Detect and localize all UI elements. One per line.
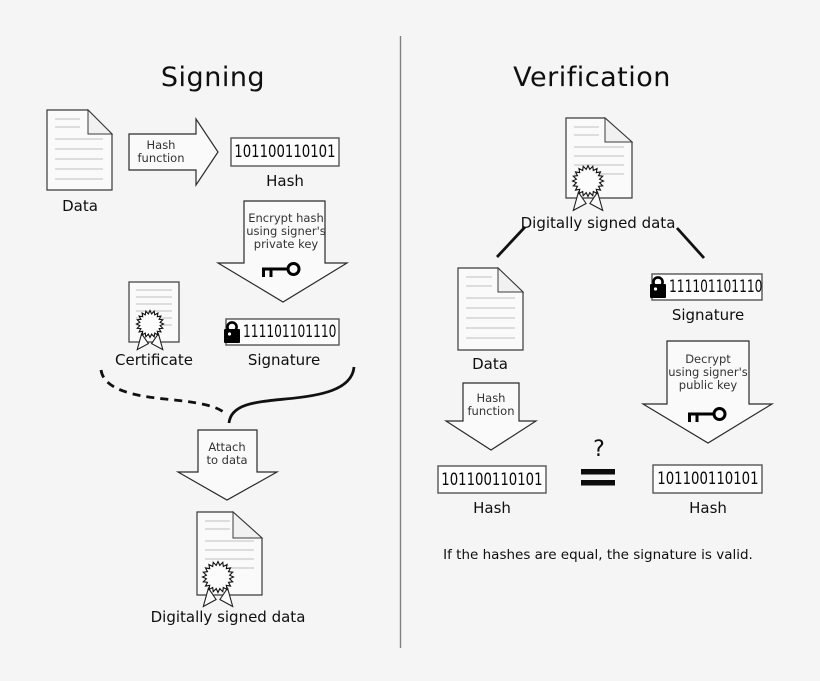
signed-data-label: Digitally signed data <box>150 608 306 626</box>
hash-box <box>437 465 547 494</box>
encrypt-arrow <box>215 200 350 303</box>
data-document-icon <box>46 108 114 191</box>
data-label: Data <box>472 355 508 373</box>
hash-label: Hash <box>266 172 304 190</box>
signature-label: Signature <box>671 306 745 324</box>
data-document-icon <box>457 266 525 351</box>
certificate-dashed-curve <box>99 369 229 417</box>
hash-function-arrow <box>443 382 539 451</box>
signature-box <box>225 318 340 346</box>
split-line-right <box>675 227 706 259</box>
folded-corner <box>232 510 264 539</box>
seal-icon <box>201 560 235 608</box>
signature-box <box>651 273 763 301</box>
decrypt-arrow-label: Decrypt using signer's public key <box>668 352 748 393</box>
decrypt-arrow <box>640 340 775 444</box>
data-label: Data <box>62 197 98 215</box>
attach-arrow <box>175 429 280 501</box>
conclusion-text: If the hashes are equal, the signature i… <box>443 547 753 563</box>
folded-corner <box>87 108 114 135</box>
hash-value: 101100110101 <box>234 142 336 162</box>
signing-title: Signing <box>160 62 266 93</box>
equals-icon <box>581 469 615 486</box>
lock-icon <box>224 321 240 343</box>
attach-arrow-label: Attach to data <box>206 440 248 468</box>
hash-function-arrow-label: Hash function <box>137 138 185 166</box>
lock-icon <box>650 276 666 298</box>
hash-label: Hash <box>473 499 511 517</box>
hash-function-arrow <box>128 117 219 187</box>
signed-data-document-icon <box>196 510 264 608</box>
signed-data-label: Digitally signed data <box>520 214 676 232</box>
key-icon <box>688 407 727 422</box>
folded-corner <box>497 266 525 293</box>
hash-value: 101100110101 <box>441 469 543 490</box>
hash-label: Hash <box>689 499 727 517</box>
hash-box <box>230 137 340 167</box>
signature-value: 111101101110 <box>243 322 337 342</box>
hash-value: 101100110101 <box>656 469 759 489</box>
certificate-label: Certificate <box>115 351 193 369</box>
key-icon <box>262 262 301 277</box>
folded-corner <box>604 116 634 143</box>
hash-box <box>652 464 763 494</box>
question-mark: ? <box>593 437 605 462</box>
signature-solid-curve <box>227 366 356 424</box>
signature-value: 111101101110 <box>669 277 763 297</box>
seal-icon <box>571 164 605 212</box>
split-line-left <box>495 226 527 258</box>
verification-title: Verification <box>513 62 671 93</box>
signature-label: Signature <box>247 351 321 369</box>
signed-data-document-icon <box>565 116 634 212</box>
encrypt-arrow-label: Encrypt hash using signer's private key <box>246 211 326 252</box>
hash-function-arrow-label: Hash function <box>467 391 515 419</box>
seal-icon <box>135 309 165 351</box>
certificate-icon <box>128 281 180 351</box>
